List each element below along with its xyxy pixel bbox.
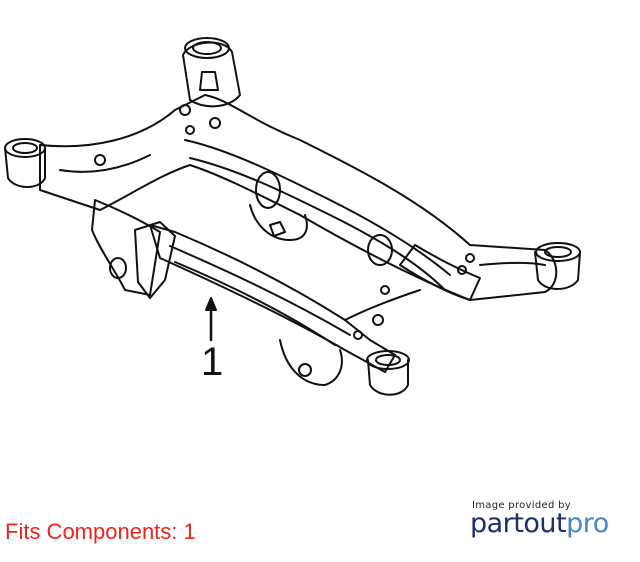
left-cross-rail <box>91 199 161 296</box>
front-side-rail <box>149 224 396 373</box>
middle-bracket <box>249 204 308 241</box>
contour-line <box>344 289 421 321</box>
left-bracket <box>134 221 176 299</box>
bolt-hole <box>185 125 195 135</box>
right-front-bushing-inner <box>375 354 401 366</box>
rear-crossmember <box>39 94 558 301</box>
bolt-hole <box>353 330 363 340</box>
rear-mount-bushing-inner <box>192 41 222 55</box>
right-cross-rail <box>399 244 481 301</box>
bolt-hole <box>209 117 221 129</box>
bolt-hole <box>457 265 467 275</box>
rear-mount-slot <box>199 71 219 91</box>
left-bushing-inner <box>12 142 38 154</box>
left-bushing-top <box>4 138 46 158</box>
bolt-hole <box>179 104 191 116</box>
right-front-bushing-top <box>366 350 410 370</box>
middle-bracket-detail <box>269 221 286 237</box>
right-front-bushing-body <box>367 359 409 396</box>
inner-rear-rail-2 <box>189 157 446 291</box>
bolt-hole <box>94 154 106 166</box>
oval-hole-center <box>255 171 281 209</box>
fits-components-label: Fits Components: 1 <box>5 519 196 544</box>
bolt-hole <box>372 314 384 326</box>
lower-bracket-hole <box>298 363 312 377</box>
rear-mount-bushing <box>184 37 230 59</box>
callout-arrowhead <box>205 297 217 311</box>
right-rear-bushing-body <box>534 251 581 290</box>
front-rail-inner-edge-2 <box>174 261 336 346</box>
contour-line <box>59 154 151 173</box>
right-rear-bushing-top <box>535 242 581 262</box>
brand-part1: partout <box>470 508 567 539</box>
brand-part2: pro <box>566 508 609 539</box>
image-provided-by: Image provided by <box>472 500 571 511</box>
callout-number: 1 <box>201 340 223 384</box>
lower-mount-bracket <box>279 339 343 386</box>
inner-rear-rail <box>184 139 451 276</box>
oval-hole-right <box>367 234 393 266</box>
bolt-hole <box>465 253 475 263</box>
subframe-diagram: 1 <box>4 37 581 396</box>
bolt-hole <box>380 285 390 295</box>
front-rail-inner-edge <box>169 245 351 336</box>
left-bushing-body <box>4 147 46 188</box>
right-rear-bushing-inner <box>544 246 572 258</box>
partoutpro-logo: partoutpro <box>470 508 609 539</box>
contour-line <box>479 261 546 266</box>
oval-hole-left <box>109 257 127 279</box>
